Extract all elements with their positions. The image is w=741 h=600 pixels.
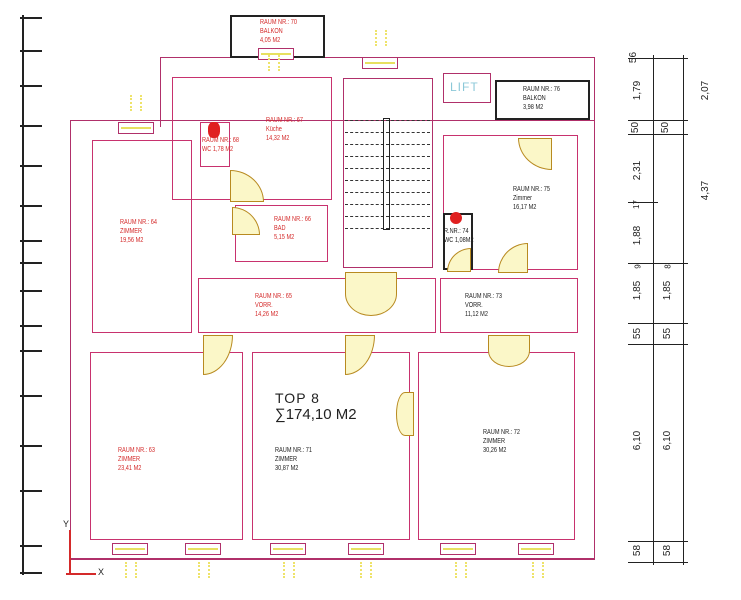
sink-fixture-68	[208, 122, 220, 138]
dim-inner-3: 2,31	[632, 160, 644, 181]
lift	[443, 73, 491, 103]
dim-inner-8: 55	[632, 327, 644, 340]
dim-outer-3: 8	[663, 264, 673, 269]
balcony-76	[495, 80, 590, 120]
dim-inner-10: 58	[632, 544, 644, 557]
dim-outer-1: 50	[660, 121, 672, 134]
dim-outer-0: 2,07	[700, 80, 712, 101]
room-65-corridor	[198, 278, 436, 333]
outer-wall	[70, 120, 595, 560]
room-71	[252, 352, 410, 540]
unit-title: TOP 8	[275, 390, 320, 406]
room-64	[92, 140, 192, 333]
dim-outer-5: 55	[662, 327, 674, 340]
dim-inner-9: 6,10	[632, 430, 644, 451]
dim-inner-5: 1,88	[632, 225, 644, 246]
dim-inner-4: 17	[631, 200, 641, 209]
dim-inner-2: 50	[630, 121, 642, 134]
dim-inner-6: 9	[633, 264, 643, 269]
dim-outer-2: 4,37	[700, 180, 712, 201]
room-73-corridor	[440, 278, 578, 333]
axis-x-label: X	[98, 567, 105, 577]
axis-y-label: Y	[63, 519, 70, 529]
total-area: ∑174,10 M2	[275, 406, 357, 423]
dim-outer-4: 1,85	[662, 280, 674, 301]
dim-outer-6: 6,10	[662, 430, 674, 451]
room-63	[90, 352, 243, 540]
dim-outer-7: 58	[662, 544, 674, 557]
dim-inner-7: 1,85	[632, 280, 644, 301]
dim-inner-0: 56	[628, 51, 640, 64]
lift-label: LIFT	[450, 80, 479, 94]
dim-inner-1: 1,79	[632, 80, 644, 101]
toilet-fixture-74	[450, 212, 462, 224]
